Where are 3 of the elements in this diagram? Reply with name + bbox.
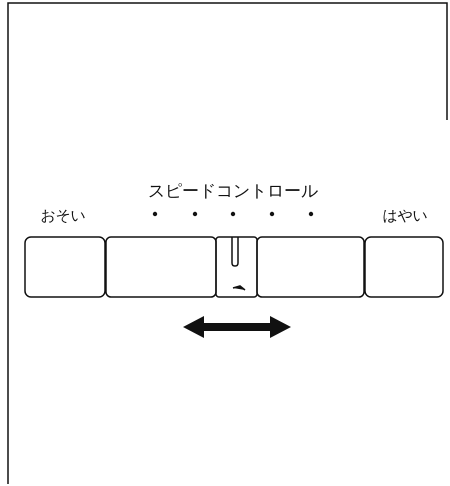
slow-label: おそい <box>40 206 86 226</box>
title-text: スピードコントロール <box>148 180 318 202</box>
fast-label: はやい <box>382 206 428 226</box>
